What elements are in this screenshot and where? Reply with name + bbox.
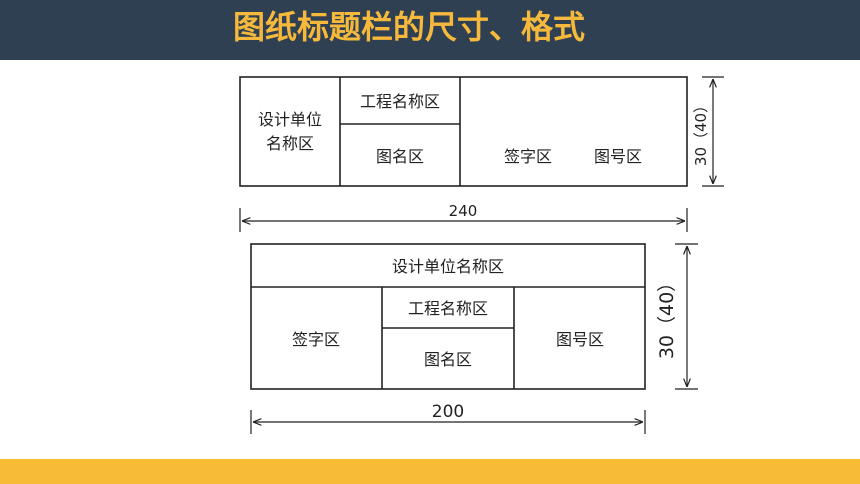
block2-outline	[250, 243, 646, 390]
block1-unit-line1: 设计单位	[258, 110, 322, 129]
title-block-240	[239, 76, 688, 187]
block2-number-cell: 图号区	[556, 330, 604, 349]
block1-drawing-cell: 图名区	[376, 147, 424, 166]
block1-unit-line2: 名称区	[266, 134, 314, 153]
block1-project-cell: 工程名称区	[360, 92, 440, 111]
block2-height-label: 30（40）	[656, 273, 678, 359]
title-container: 图纸标题栏的尺寸、格式	[233, 5, 613, 65]
block1-outline	[239, 76, 688, 187]
block1-signature-cell: 签字区	[504, 147, 552, 166]
block2-signature-cell: 签字区	[292, 330, 340, 349]
block1-width-label: 240	[449, 202, 478, 220]
block1-number-cell: 图号区	[594, 147, 642, 166]
block2-width-dimension	[250, 410, 646, 434]
block2-drawing-cell: 图名区	[424, 350, 472, 369]
title-block-200	[250, 243, 646, 390]
block2-width-label: 200	[432, 402, 464, 422]
block2-project-cell: 工程名称区	[408, 299, 488, 318]
footer-bar	[0, 459, 860, 484]
block1-height-dimension	[702, 76, 724, 187]
block2-height-dimension	[675, 243, 698, 390]
slide-title: 图纸标题栏的尺寸、格式	[233, 8, 586, 46]
block2-unit-cell: 设计单位名称区	[392, 257, 504, 276]
block1-height-label: 30（40）	[692, 98, 710, 166]
header-bar	[0, 0, 860, 60]
block1-width-dimension	[239, 208, 688, 232]
